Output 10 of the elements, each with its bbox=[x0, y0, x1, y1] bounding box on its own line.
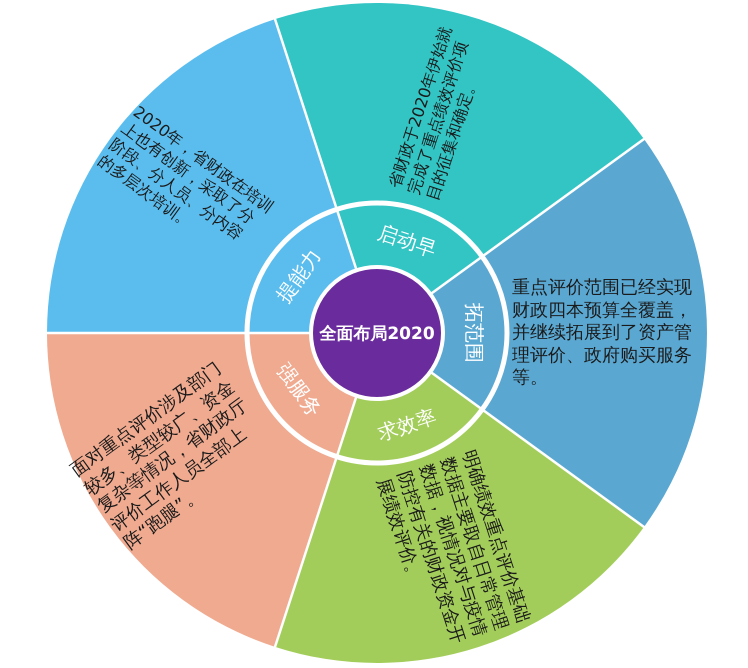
sector-heading: 提能力 bbox=[270, 244, 326, 308]
sector-text: 明确绩效重点评价基础数据主要取自日常管理数据，视情况对与疫情防控有关的财政资金开展绩效评价。 bbox=[371, 448, 535, 648]
sector-heading: 拓范围 bbox=[462, 303, 488, 363]
sector-heading: 启动早 bbox=[374, 218, 440, 263]
sector-text: 面对重点评价涉及部门较多、类型较广、资金复杂等情况，省财政厅评价工作人员全部上阵“跑腿”。 bbox=[67, 357, 253, 555]
sector-heading: 求效率 bbox=[374, 403, 440, 448]
center-title: 全面布局2020 bbox=[319, 322, 435, 344]
sector-text: 重点评价范围已经实现财政四本预算全覆盖，并继续拓展到了资产管理评价、政府购买服务等。 bbox=[512, 276, 693, 390]
sector-text: 省财政于2020年伊始就完成了重点绩效评价项目的征集和确定。 bbox=[384, 23, 482, 204]
sector-heading: 强服务 bbox=[270, 358, 328, 422]
